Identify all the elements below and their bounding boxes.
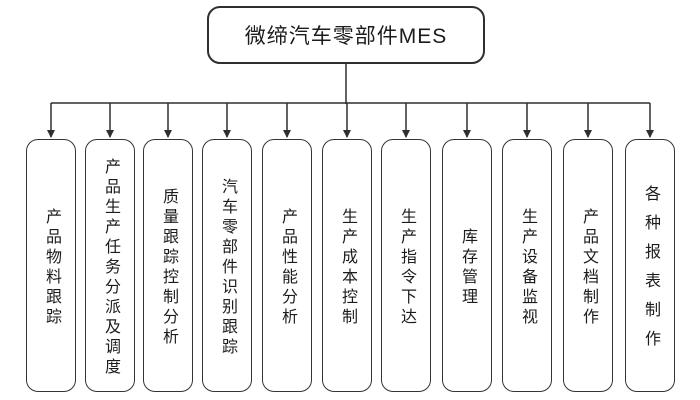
node-auto-parts-identification-tracking: 汽车零部件识别跟踪 xyxy=(202,139,252,392)
root-node-mes: 微缔汽车零部件MES xyxy=(207,6,485,64)
node-product-performance-analysis: 产品性能分析 xyxy=(262,139,312,392)
node-label: 生产指令下达 xyxy=(398,207,415,328)
node-label: 汽车零部件识别跟踪 xyxy=(219,177,236,358)
node-production-equipment-monitoring: 生产设备监视 xyxy=(502,139,552,392)
node-production-order-issuing: 生产指令下达 xyxy=(381,139,431,392)
node-production-cost-control: 生产成本控制 xyxy=(322,139,372,392)
node-label: 库存管理 xyxy=(459,227,476,308)
node-production-task-dispatch-scheduling: 产品生产任务分派及调度 xyxy=(85,139,135,392)
node-label: 产品物料跟踪 xyxy=(43,207,60,328)
node-various-report-creation: 各种报表制作 xyxy=(625,139,675,392)
node-inventory-management: 库存管理 xyxy=(442,139,492,392)
node-product-document-creation: 产品文档制作 xyxy=(563,139,613,392)
node-label: 产品性能分析 xyxy=(279,207,296,328)
node-quality-tracking-control-analysis: 质量跟踪控制分析 xyxy=(143,139,193,392)
node-label: 质量跟踪控制分析 xyxy=(160,187,177,348)
node-label: 生产设备监视 xyxy=(519,207,536,328)
node-label: 生产成本控制 xyxy=(339,207,356,328)
node-label: 产品文档制作 xyxy=(580,207,597,328)
node-label: 产品生产任务分派及调度 xyxy=(102,157,119,378)
node-product-material-tracking: 产品物料跟踪 xyxy=(26,139,76,392)
node-label: 各种报表制作 xyxy=(642,185,659,359)
